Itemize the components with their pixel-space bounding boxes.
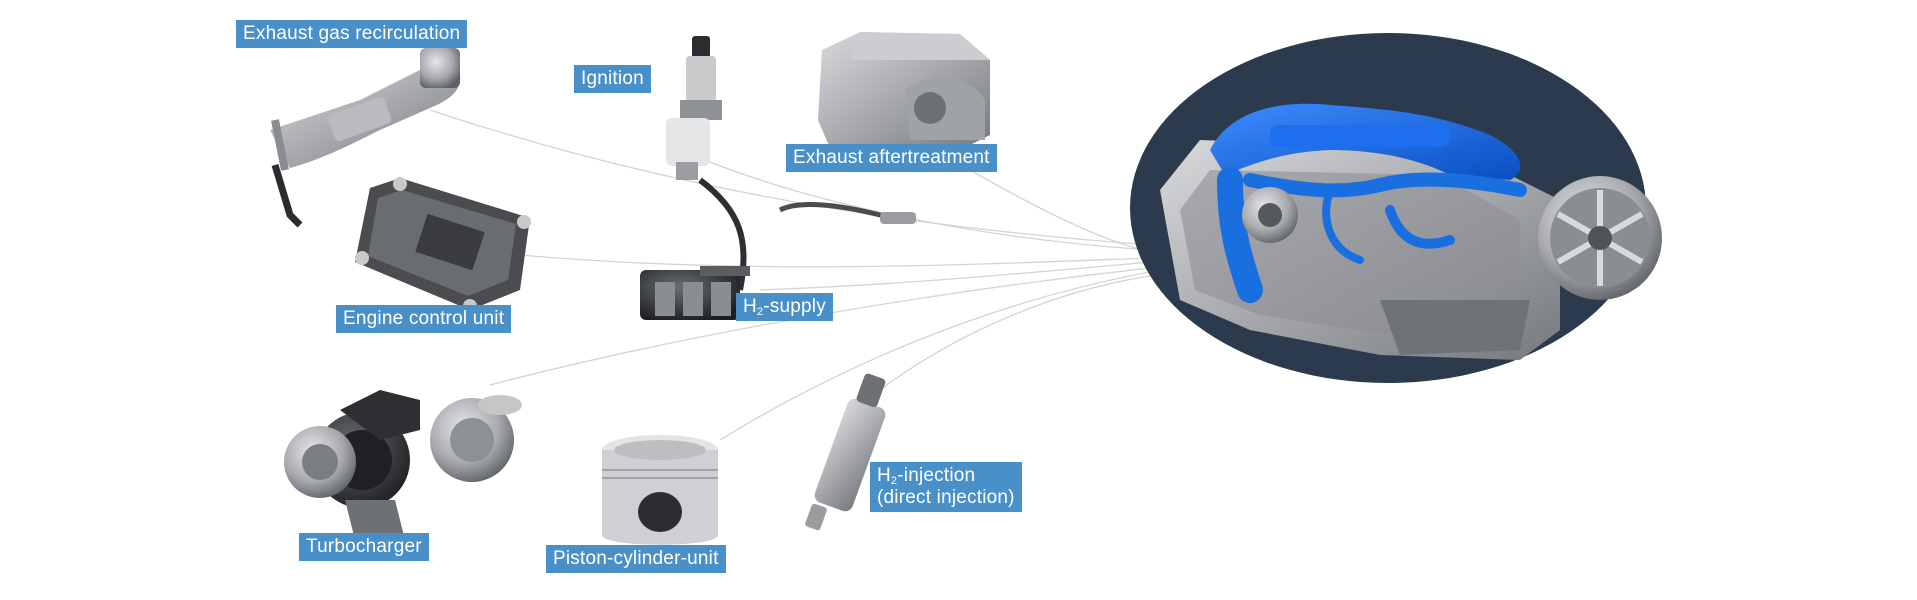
label-h2-supply: H2-supply	[736, 293, 833, 321]
label-engine-control-unit: Engine control unit	[336, 305, 512, 333]
label-subscript: 2	[890, 475, 898, 487]
label-text-prefix: H	[877, 465, 891, 486]
label-exhaust-aftertreatment: Exhaust aftertreatment	[786, 144, 997, 172]
label-subscript: 2	[756, 306, 764, 318]
connector-ecu	[519, 254, 1151, 268]
label-h2-injection: H2-injection (direct injection)	[870, 462, 1022, 512]
label-text-suffix: -supply	[763, 296, 826, 317]
label-text: Piston-cylinder-unit	[553, 548, 719, 569]
connector-turbocharger	[489, 267, 1151, 386]
connector-egr	[429, 109, 1151, 246]
label-turbocharger: Turbocharger	[299, 533, 429, 561]
label-text: Ignition	[581, 68, 644, 89]
turbocharger-illustration	[284, 390, 522, 540]
label-text: Engine control unit	[343, 308, 505, 329]
label-text-suffix: -injection	[897, 465, 976, 486]
label-text: Exhaust aftertreatment	[793, 147, 990, 168]
label-piston-cylinder-unit: Piston-cylinder-unit	[546, 545, 726, 573]
label-exhaust-gas-recirculation: Exhaust gas recirculation	[236, 20, 468, 48]
connector-aftertreatment	[969, 169, 1151, 253]
label-text: Turbocharger	[306, 536, 422, 557]
label-text-prefix: H	[743, 296, 757, 317]
connector-h2-supply	[759, 261, 1151, 291]
piston-illustration	[602, 435, 718, 545]
h2-injector-illustration	[805, 373, 886, 531]
label-ignition: Ignition	[574, 65, 651, 93]
connector-piston	[719, 271, 1151, 441]
spark-plug-illustration	[666, 36, 722, 180]
label-text: Exhaust gas recirculation	[243, 23, 461, 44]
engine-illustration	[1130, 33, 1662, 383]
aftertreatment-illustration	[818, 32, 990, 150]
ecu-illustration	[355, 177, 531, 313]
connector-h2-injection	[879, 275, 1151, 391]
label-line-2: (direct injection)	[877, 487, 1015, 508]
label-line-1: H2-injection	[877, 465, 1015, 487]
h2-supply-illustration	[640, 177, 916, 320]
egr-component-illustration	[270, 48, 461, 228]
